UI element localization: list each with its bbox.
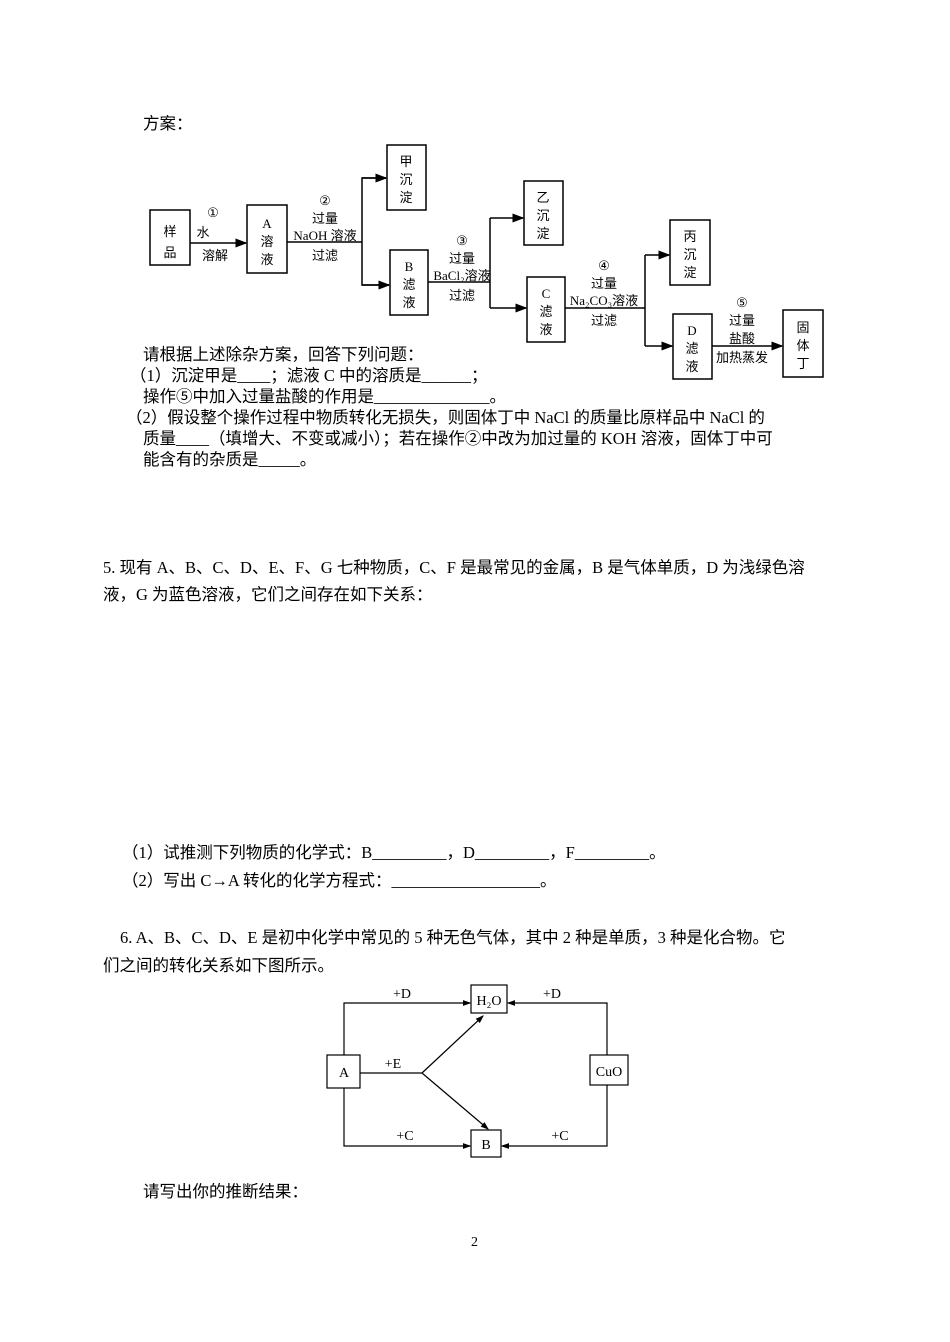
yi-precipitate-box — [523, 180, 564, 246]
step-label: 过滤 — [449, 288, 475, 303]
box-text: 沉 — [536, 208, 549, 223]
box-text: 沉 — [399, 172, 412, 187]
q4-line: 能含有的杂质是_____。 — [143, 450, 317, 469]
step-label: 溶解 — [202, 248, 228, 263]
box-text: 淀 — [536, 226, 549, 241]
q6-line: 们之间的转化关系如下图所示。 — [103, 956, 334, 975]
box-text: B — [405, 259, 414, 274]
box-text: 甲 — [399, 154, 412, 169]
node-label: B — [481, 1138, 490, 1153]
step-label: 过滤 — [591, 313, 617, 328]
box-text: 淀 — [683, 265, 696, 280]
step-label: 过量 — [729, 313, 755, 328]
q6-line: 6. A、B、C、D、E 是初中化学中常见的 5 种无色气体，其中 2 种是单质… — [120, 928, 786, 947]
q4-line: 操作⑤中加入过量盐酸的作用是______________。 — [143, 387, 506, 406]
edge-label: +C — [551, 1129, 568, 1144]
q4-line: 质量____（填增大、不变或减小）；若在操作②中改为加过量的 KOH 溶液，固体… — [143, 429, 773, 448]
node-label: CuO — [596, 1065, 622, 1080]
q4-line: 请根据上述除杂方案，回答下列问题： — [143, 345, 424, 364]
box-text: 沉 — [683, 247, 696, 262]
node-cuo — [589, 1054, 629, 1086]
box-text: 丁 — [796, 356, 809, 371]
step-label: 过滤 — [312, 248, 338, 263]
box-text: 液 — [260, 252, 273, 267]
step-label: 过量 — [312, 211, 338, 226]
box-text: 丙 — [683, 229, 696, 244]
q5-line: 5. 现有 A、B、C、D、E、F、G 七种物质，C、F 是最常见的金属，B 是… — [103, 558, 805, 577]
q4-line: （2）假设整个操作过程中物质转化无损失，则固体丁中 NaCl 的质量比原样品中 … — [126, 408, 765, 427]
box-text: D — [687, 323, 696, 338]
node-a — [326, 1054, 361, 1089]
node-label: A — [339, 1066, 350, 1081]
box-text: 液 — [402, 295, 415, 310]
step-label: BaCl₂溶液 — [433, 268, 490, 283]
sample-box — [149, 209, 191, 266]
edge-label: +C — [396, 1129, 413, 1144]
box-text: 滤 — [539, 304, 552, 319]
step-label: 加热蒸发 — [716, 350, 768, 365]
step-label: 过量 — [449, 251, 475, 266]
q5-line: （2）写出 C→A 转化的化学方程式：__________________。 — [122, 871, 557, 890]
step-label: ⑤ — [736, 295, 748, 310]
page-number: 2 — [471, 1235, 478, 1250]
box-text: 体 — [796, 338, 809, 353]
step-label: ① — [207, 205, 219, 220]
edge-label: +D — [393, 987, 411, 1002]
box-text: 固 — [796, 320, 809, 335]
box-text: 淀 — [399, 190, 412, 205]
box-text: 滤 — [685, 341, 698, 356]
edge-label: +D — [543, 987, 561, 1002]
node-h2o — [470, 984, 508, 1014]
box-text: 品 — [163, 245, 176, 260]
box-text: A — [262, 216, 272, 231]
box-text: 滤 — [402, 277, 415, 292]
purification-flowchart: 样 品 A 溶 液 甲 沉 淀 B 滤 液 乙 沉 淀 C 滤 液 丙 沉 淀 … — [149, 144, 824, 380]
node-b — [470, 1129, 502, 1158]
node-label: H₂O — [476, 994, 501, 1009]
box-text: 液 — [685, 359, 698, 374]
step-label: 水 — [196, 225, 209, 240]
step-label: 盐酸 — [729, 331, 755, 346]
step-label: NaOH 溶液 — [293, 228, 356, 243]
box-text: C — [542, 286, 551, 301]
edge-label: +E — [385, 1057, 401, 1072]
scheme-label: 方案： — [143, 114, 193, 133]
box-text: 液 — [539, 322, 552, 337]
q5-line: （1）试推测下列物质的化学式：B_________，D_________，F__… — [122, 843, 666, 862]
box-text: 乙 — [536, 190, 549, 205]
step-label: ③ — [456, 233, 468, 248]
step-label: Na₂CO₃溶液 — [570, 293, 638, 308]
step-label: 过量 — [591, 276, 617, 291]
step-label: ④ — [598, 258, 610, 273]
box-text: 样 — [163, 224, 176, 239]
q5-line: 液，G 为蓝色溶液，它们之间存在如下关系： — [103, 585, 433, 604]
q4-line: （1）沉淀甲是____；滤液 C 中的溶质是______； — [130, 366, 488, 385]
q6-line: 请写出你的推断结果： — [143, 1182, 308, 1201]
step-label: ② — [319, 193, 331, 208]
box-text: 溶 — [260, 234, 273, 249]
